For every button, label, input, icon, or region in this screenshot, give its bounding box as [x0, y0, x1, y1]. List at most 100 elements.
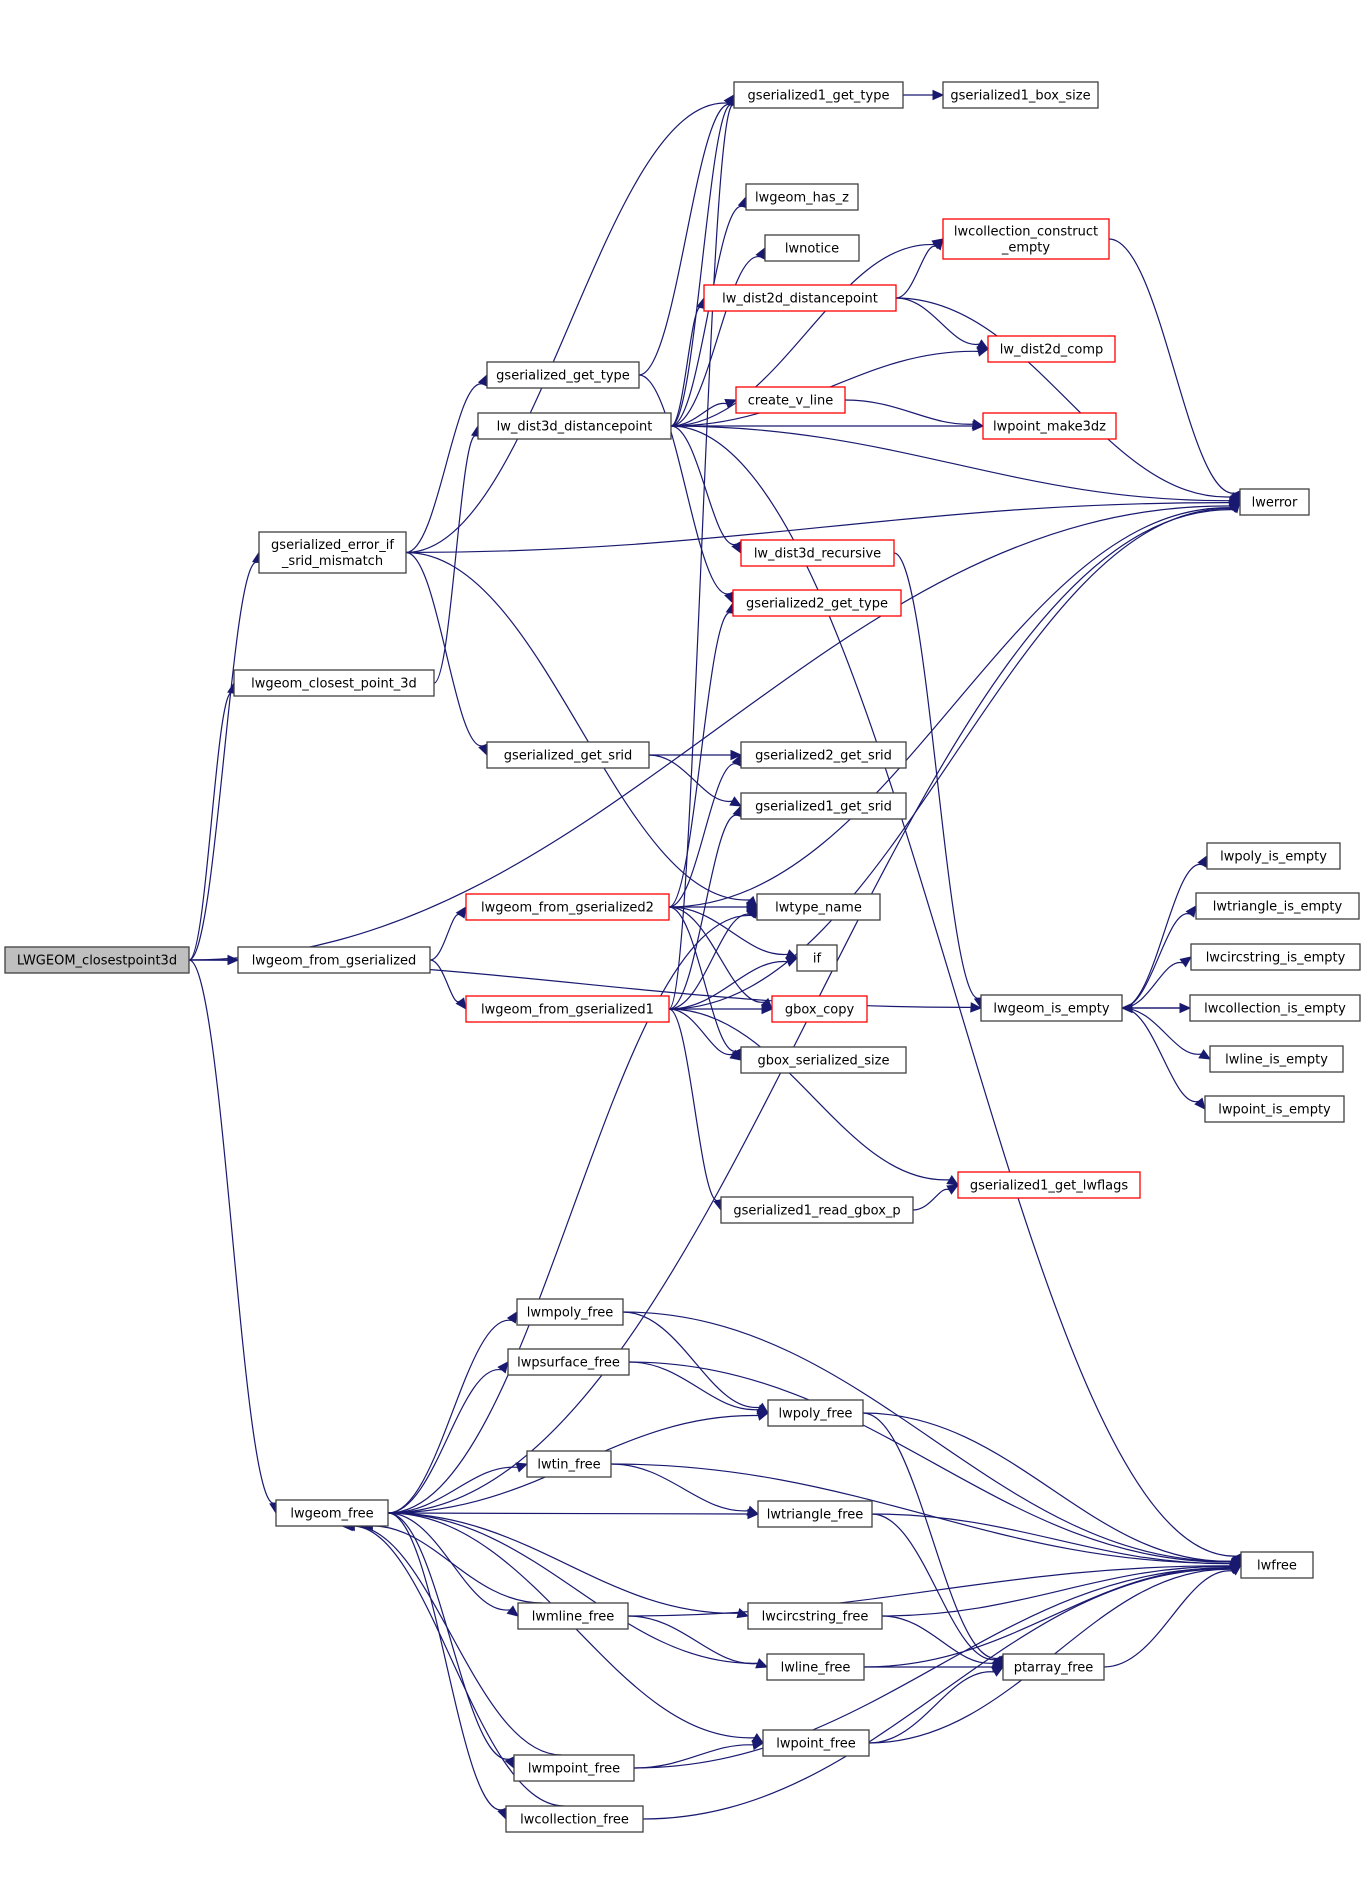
node-box[interactable] — [732, 589, 902, 617]
node-box[interactable] — [1189, 994, 1361, 1022]
node-box[interactable] — [740, 741, 907, 769]
node-box[interactable] — [942, 81, 1099, 109]
node-box[interactable] — [516, 1298, 624, 1326]
node-ltrif[interactable]: lwtriangle_free — [757, 1500, 873, 1528]
node-lline_ie[interactable]: lwline_is_empty — [1209, 1045, 1344, 1073]
node-lmptf[interactable]: lwmpoint_free — [513, 1754, 635, 1782]
node-g1srid[interactable]: gserialized1_get_srid — [740, 792, 907, 820]
node-box[interactable] — [767, 1399, 864, 1427]
node-box[interactable] — [957, 1171, 1141, 1199]
node-ptaf[interactable]: ptarray_free — [1002, 1653, 1105, 1681]
node-lcirc_ie[interactable]: lwcircstring_is_empty — [1190, 943, 1361, 971]
node-lcircf[interactable]: lwcircstring_free — [747, 1602, 883, 1630]
node-g2srid[interactable]: gserialized2_get_srid — [740, 741, 907, 769]
node-root[interactable]: LWGEOM_closestpoint3d — [4, 946, 190, 974]
node-box[interactable] — [505, 1805, 644, 1833]
node-cvl[interactable]: create_v_line — [735, 386, 846, 414]
node-lwnotice[interactable]: lwnotice — [764, 234, 860, 262]
node-box[interactable] — [771, 995, 868, 1023]
node-box[interactable] — [507, 1348, 630, 1376]
node-lcoll_ie[interactable]: lwcollection_is_empty — [1189, 994, 1361, 1022]
node-gbc[interactable]: gbox_copy — [771, 995, 868, 1023]
node-box[interactable] — [517, 1602, 629, 1630]
node-box[interactable] — [1206, 842, 1341, 870]
node-box[interactable] — [796, 944, 838, 972]
node-box[interactable] — [258, 531, 407, 574]
node-box[interactable] — [1240, 1551, 1314, 1579]
node-if[interactable]: if — [796, 944, 838, 972]
node-box[interactable] — [756, 893, 881, 921]
node-box[interactable] — [764, 234, 860, 262]
node-lpsurff[interactable]: lwpsurface_free — [507, 1348, 630, 1376]
node-box[interactable] — [747, 1602, 883, 1630]
node-box[interactable] — [1195, 892, 1360, 920]
node-lpt_ie[interactable]: lwpoint_is_empty — [1204, 1095, 1345, 1123]
node-box[interactable] — [766, 1653, 865, 1681]
node-ld3dp[interactable]: lw_dist3d_distancepoint — [477, 412, 672, 440]
node-box[interactable] — [740, 792, 907, 820]
node-hasz[interactable]: lwgeom_has_z — [745, 183, 859, 211]
node-g1rgb[interactable]: gserialized1_read_gbox_p — [720, 1196, 914, 1224]
node-box[interactable] — [486, 741, 650, 769]
node-g1lwf[interactable]: gserialized1_get_lwflags — [957, 1171, 1141, 1199]
node-llinef[interactable]: lwline_free — [766, 1653, 865, 1681]
node-box[interactable] — [486, 361, 640, 389]
node-box[interactable] — [980, 994, 1123, 1022]
node-box[interactable] — [987, 335, 1116, 363]
node-lcce[interactable]: lwcollection_construct_empty — [942, 218, 1110, 260]
node-box[interactable] — [1239, 488, 1310, 516]
node-box[interactable] — [275, 1499, 389, 1527]
node-gerr[interactable]: gserialized_error_if_srid_mismatch — [258, 531, 407, 574]
node-lptf[interactable]: lwpoint_free — [762, 1729, 870, 1757]
node-box[interactable] — [703, 284, 897, 312]
node-ltri_ie[interactable]: lwtriangle_is_empty — [1195, 892, 1360, 920]
node-ld2c[interactable]: lw_dist2d_comp — [987, 335, 1116, 363]
node-gbss[interactable]: gbox_serialized_size — [740, 1046, 907, 1074]
node-box[interactable] — [526, 1450, 612, 1478]
node-box[interactable] — [4, 946, 190, 974]
node-lfg[interactable]: lwgeom_from_gserialized — [237, 946, 431, 974]
node-box[interactable] — [720, 1196, 914, 1224]
node-lwerror[interactable]: lwerror — [1239, 488, 1310, 516]
node-box[interactable] — [740, 1046, 907, 1074]
node-lcp3d[interactable]: lwgeom_closest_point_3d — [233, 669, 435, 697]
node-box[interactable] — [982, 412, 1117, 440]
node-box[interactable] — [762, 1729, 870, 1757]
node-lwtn[interactable]: lwtype_name — [756, 893, 881, 921]
node-lwfree[interactable]: lwfree — [1240, 1551, 1314, 1579]
node-box[interactable] — [513, 1754, 635, 1782]
node-g1type[interactable]: gserialized1_get_type — [733, 81, 904, 109]
node-lie[interactable]: lwgeom_is_empty — [980, 994, 1123, 1022]
node-lmpolyf[interactable]: lwmpoly_free — [516, 1298, 624, 1326]
node-lmlinef[interactable]: lwmline_free — [517, 1602, 629, 1630]
node-box[interactable] — [233, 669, 435, 697]
node-box[interactable] — [735, 386, 846, 414]
node-lcollf[interactable]: lwcollection_free — [505, 1805, 644, 1833]
node-box[interactable] — [465, 893, 670, 921]
node-ggsrid[interactable]: gserialized_get_srid — [486, 741, 650, 769]
node-box[interactable] — [745, 183, 859, 211]
node-box[interactable] — [1190, 943, 1361, 971]
node-box[interactable] — [237, 946, 431, 974]
node-box[interactable] — [733, 81, 904, 109]
node-box[interactable] — [942, 218, 1110, 260]
node-box[interactable] — [1002, 1653, 1105, 1681]
node-g2type[interactable]: gserialized2_get_type — [732, 589, 902, 617]
node-ld2dp[interactable]: lw_dist2d_distancepoint — [703, 284, 897, 312]
node-ld3r[interactable]: lw_dist3d_recursive — [740, 539, 895, 567]
node-lpm3[interactable]: lwpoint_make3dz — [982, 412, 1117, 440]
node-lfree[interactable]: lwgeom_free — [275, 1499, 389, 1527]
node-lfg1[interactable]: lwgeom_from_gserialized1 — [465, 995, 670, 1023]
node-lpoly_ie[interactable]: lwpoly_is_empty — [1206, 842, 1341, 870]
node-ltinf[interactable]: lwtin_free — [526, 1450, 612, 1478]
node-box[interactable] — [757, 1500, 873, 1528]
node-box[interactable] — [740, 539, 895, 567]
node-box[interactable] — [477, 412, 672, 440]
node-box[interactable] — [1204, 1095, 1345, 1123]
node-ggtype[interactable]: gserialized_get_type — [486, 361, 640, 389]
node-lpolyf[interactable]: lwpoly_free — [767, 1399, 864, 1427]
node-box[interactable] — [1209, 1045, 1344, 1073]
node-g1box[interactable]: gserialized1_box_size — [942, 81, 1099, 109]
node-lfg2[interactable]: lwgeom_from_gserialized2 — [465, 893, 670, 921]
node-box[interactable] — [465, 995, 670, 1023]
